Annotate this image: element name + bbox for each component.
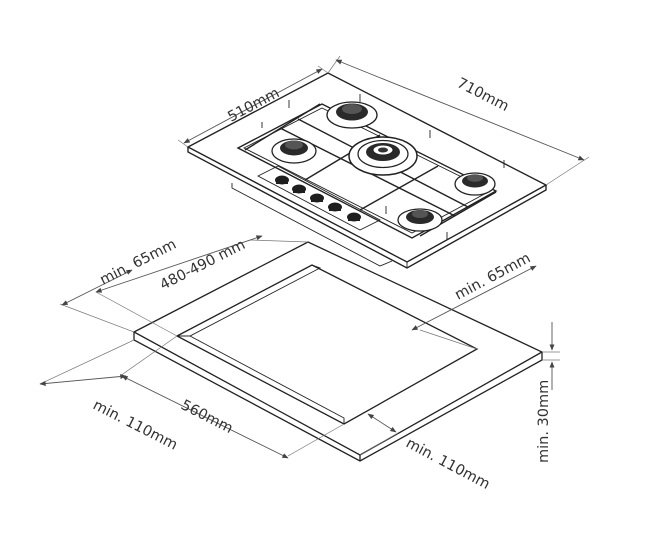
- knob[interactable]: [347, 212, 361, 222]
- knob[interactable]: [328, 202, 342, 212]
- knob[interactable]: [310, 193, 324, 203]
- label-hob-width: 710mm: [454, 75, 511, 115]
- cutout-dimension-lines: [39, 235, 560, 459]
- hob-body: [231, 183, 393, 267]
- label-clearance-front-left: min. 110mm: [90, 397, 180, 453]
- burner-front-middle: [397, 208, 443, 232]
- control-panel: [257, 165, 381, 231]
- burner-back-left: [271, 138, 317, 164]
- label-counter-thickness: min. 30mm: [536, 380, 552, 463]
- burner-wok: [348, 136, 418, 176]
- cutout-opening: [175, 264, 479, 425]
- dimension-labels: 510mm 710mm min. 65mm 480-490 mm min. 65…: [90, 75, 552, 493]
- knob[interactable]: [292, 184, 306, 194]
- hob-dimension-lines: [177, 55, 590, 186]
- label-clearance-side: min. 65mm: [452, 250, 533, 303]
- burner-back-middle: [326, 101, 378, 129]
- burner-right: [454, 172, 496, 196]
- label-cutout-width: 560mm: [178, 397, 235, 437]
- label-hob-depth: 510mm: [225, 85, 282, 125]
- control-knobs: [275, 175, 361, 222]
- knob[interactable]: [275, 175, 289, 185]
- label-clearance-front-right: min. 110mm: [403, 435, 492, 493]
